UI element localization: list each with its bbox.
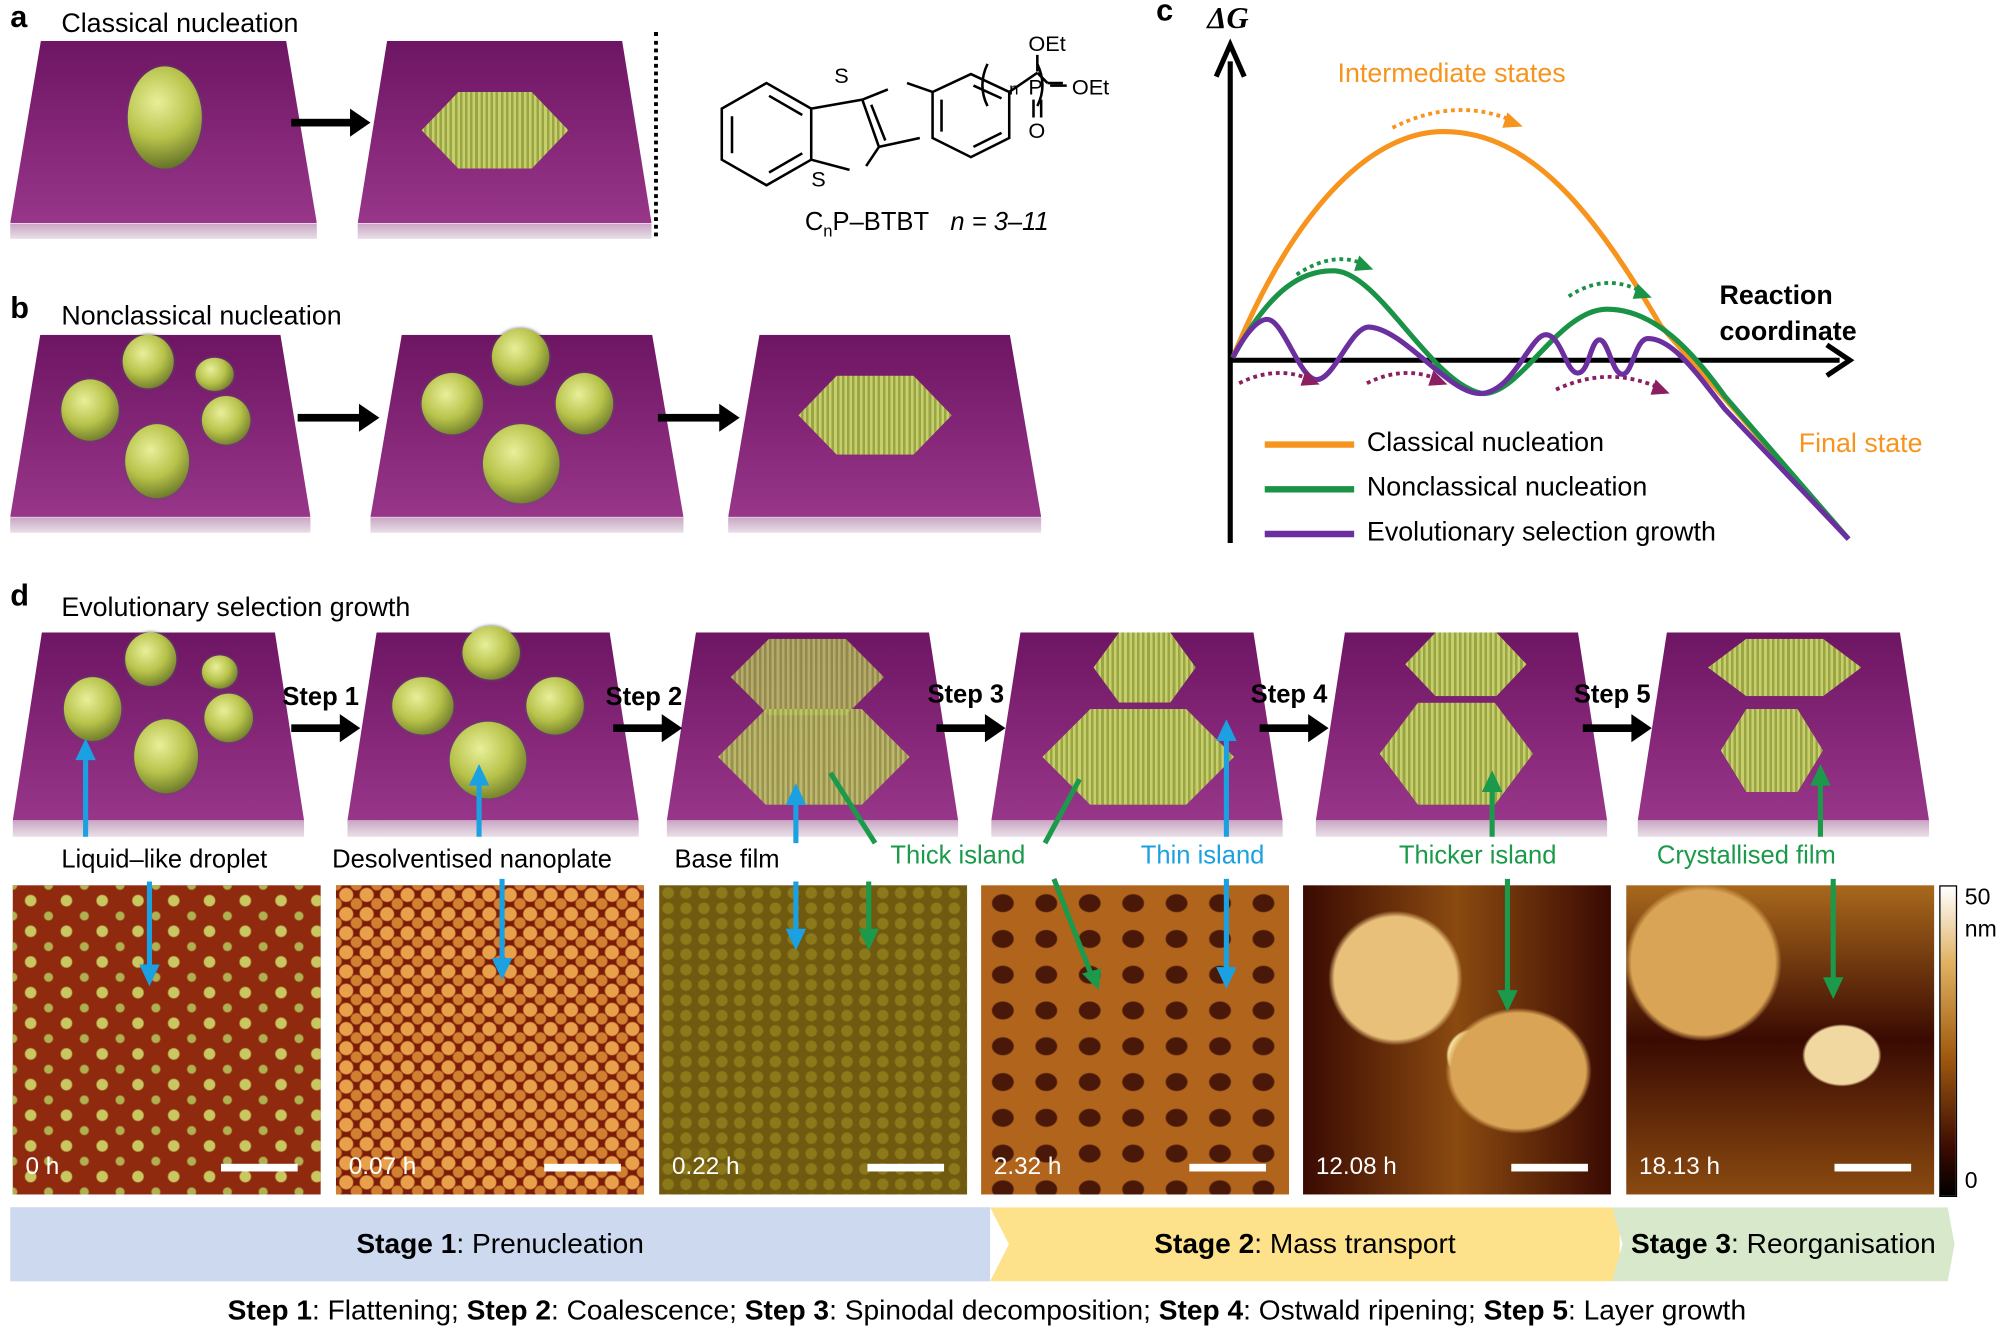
substrate-nanoplates bbox=[370, 328, 684, 533]
arrow-icon bbox=[1259, 714, 1329, 743]
panel-b-title: Nonclassical nucleation bbox=[61, 301, 342, 331]
substrate-stage-thicker bbox=[1315, 632, 1608, 837]
cnp-btbt-structure: S S OEt P OEt O n bbox=[720, 31, 1109, 192]
annotation-thick-island: Thick island bbox=[890, 841, 1026, 870]
pointer-arrows bbox=[75, 719, 1844, 1012]
legend-evolutionary: Evolutionary selection growth bbox=[1366, 517, 1716, 547]
substrate-crystal bbox=[357, 40, 652, 239]
scale-bar bbox=[221, 1163, 298, 1172]
y-axis-label: ΔG bbox=[1207, 2, 1249, 36]
colorbar bbox=[1939, 885, 1958, 1198]
scale-bar bbox=[1189, 1163, 1267, 1172]
annotation-thicker-island: Thicker island bbox=[1398, 841, 1557, 870]
scale-bar bbox=[544, 1163, 621, 1172]
afm-image-022h: 0.22 h bbox=[659, 885, 968, 1195]
transition-arrow-icon bbox=[1555, 375, 1665, 392]
step-3-label: Step 3 bbox=[927, 680, 1005, 710]
atom-p: P bbox=[1028, 75, 1042, 100]
atom-oet: OEt bbox=[1072, 75, 1109, 100]
scale-bar bbox=[1834, 1163, 1912, 1172]
afm-image-1208h: 12.08 h bbox=[1303, 885, 1611, 1195]
atom-oet: OEt bbox=[1028, 31, 1065, 56]
annotation-thin-island: Thin island bbox=[1140, 841, 1265, 870]
curve-classical bbox=[1230, 129, 1851, 541]
annotation-nanoplate: Desolventised nanoplate bbox=[332, 845, 612, 874]
scale-bar bbox=[1511, 1163, 1588, 1172]
atom-n: n bbox=[1009, 80, 1018, 99]
panel-b-label: b bbox=[10, 291, 29, 326]
stage-2-band: Stage 2: Mass transport bbox=[990, 1207, 1620, 1282]
colorbar-max: 50 bbox=[1964, 884, 1991, 910]
transition-arrow-icon bbox=[1567, 281, 1647, 298]
intermediate-states-label: Intermediate states bbox=[1337, 58, 1566, 89]
panel-a-label: a bbox=[10, 0, 28, 35]
arrow-icon bbox=[657, 403, 740, 432]
afm-image-232h: 2.32 h bbox=[981, 885, 1289, 1195]
arrow-icon bbox=[613, 714, 683, 743]
stage-3-band: Stage 3: Reorganisation bbox=[1612, 1207, 1955, 1282]
atom-s: S bbox=[811, 167, 825, 192]
scale-bar bbox=[867, 1163, 945, 1172]
y-axis-arrow-icon bbox=[1213, 38, 1247, 78]
pointer-arrow-icon bbox=[828, 771, 878, 845]
divider bbox=[654, 31, 658, 237]
step-1-label: Step 1 bbox=[282, 683, 360, 712]
substrate-crystal bbox=[728, 334, 1042, 533]
legend-classical: Classical nucleation bbox=[1366, 427, 1605, 458]
arrow-icon bbox=[297, 403, 380, 432]
panel-a-title: Classical nucleation bbox=[61, 8, 299, 39]
colorbar-min: 0 bbox=[1964, 1167, 1978, 1194]
substrate-stage-nanoplates bbox=[347, 625, 639, 837]
panel-d-title: Evolutionary selection growth bbox=[61, 592, 411, 623]
atom-s: S bbox=[834, 63, 848, 88]
arrow-icon bbox=[291, 108, 371, 137]
final-state-label: Final state bbox=[1798, 429, 1923, 459]
substrate-droplets bbox=[10, 334, 311, 533]
transition-arrow-icon bbox=[1295, 257, 1368, 277]
energy-diagram bbox=[1213, 38, 1855, 543]
legend-nonclassical: Nonclassical nucleation bbox=[1366, 472, 1648, 503]
step-4-label: Step 4 bbox=[1250, 680, 1328, 710]
panel-d-label: d bbox=[10, 578, 29, 614]
afm-image-0h: 0 h bbox=[12, 885, 321, 1195]
panel-c-label: c bbox=[1156, 0, 1174, 29]
substrate-droplet bbox=[10, 40, 317, 239]
substrate-stage-base-film bbox=[666, 632, 959, 837]
substrate-stage-droplets bbox=[12, 632, 305, 837]
step-2-label: Step 2 bbox=[605, 683, 683, 712]
pointer-arrow-icon bbox=[1051, 877, 1095, 979]
molecule-caption: CnP–BTBT n = 3–11 bbox=[804, 208, 1049, 241]
x-axis-arrow-icon bbox=[1825, 342, 1855, 378]
atom-o: O bbox=[1028, 118, 1045, 143]
arrow-icon bbox=[291, 714, 361, 743]
stage-1-band: Stage 1: Prenucleation bbox=[10, 1207, 991, 1282]
pointer-arrow-icon bbox=[1042, 778, 1082, 845]
step-legend: Step 1: Flattening; Step 2: Coalescence;… bbox=[227, 1294, 1747, 1327]
annotation-base-film: Base film bbox=[674, 845, 780, 874]
arrow-icon bbox=[1582, 714, 1652, 743]
arrow-icon bbox=[936, 714, 1006, 743]
afm-image-1813h: 18.13 h bbox=[1626, 885, 1935, 1195]
transition-arrow-icon bbox=[1391, 108, 1515, 130]
substrate-stage-crystallised bbox=[1637, 632, 1930, 837]
annotation-liquid-droplet: Liquid–like droplet bbox=[61, 845, 268, 874]
colorbar-unit: nm bbox=[1964, 915, 1997, 942]
annotation-crystallised-film: Crystallised film bbox=[1656, 841, 1836, 870]
afm-image-007h: 0.07 h bbox=[335, 885, 644, 1195]
step-5-label: Step 5 bbox=[1573, 680, 1651, 710]
